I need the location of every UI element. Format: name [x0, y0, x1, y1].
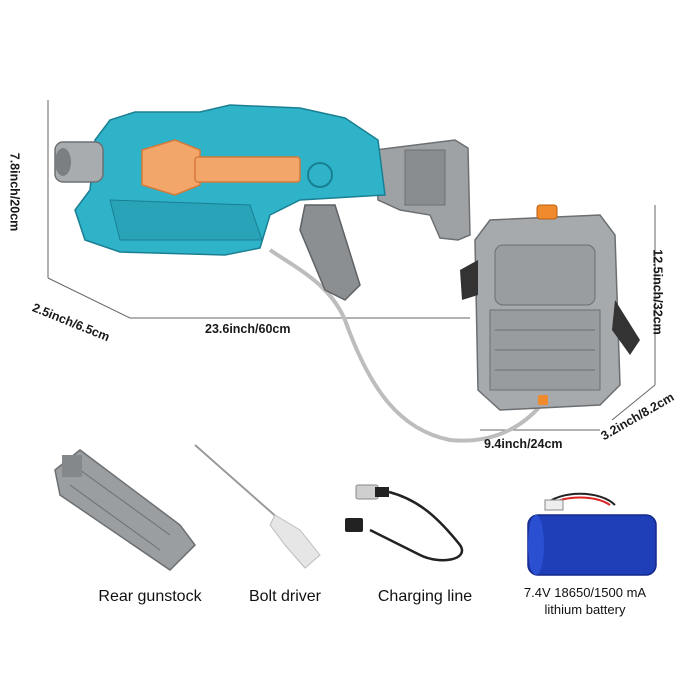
- charging-line-caption: Charging line: [377, 588, 473, 605]
- battery-icon: [527, 492, 657, 576]
- battery-caption-2: lithium battery: [544, 602, 626, 617]
- gun-length-label: 23.6inch/60cm: [205, 322, 291, 336]
- gunstock-icon: [54, 449, 196, 571]
- backpack-width-label: 9.4inch/24cm: [484, 437, 563, 451]
- gun-height-label: 7.8inch/20cm: [7, 152, 22, 232]
- bolt-driver-caption: Bolt driver: [248, 588, 322, 605]
- battery-caption: 7.4V 18650/1500 mA: [523, 585, 647, 600]
- dimension-lines: [47, 100, 656, 431]
- backpack-tank-image: [460, 204, 640, 411]
- gunstock-caption: Rear gunstock: [98, 588, 202, 605]
- water-gun-image: [54, 104, 471, 301]
- screwdriver-icon: [194, 444, 321, 569]
- backpack-height-label: 12.5inch/32cm: [650, 249, 665, 335]
- water-hose: [268, 248, 547, 443]
- usb-cable-icon: [345, 484, 464, 562]
